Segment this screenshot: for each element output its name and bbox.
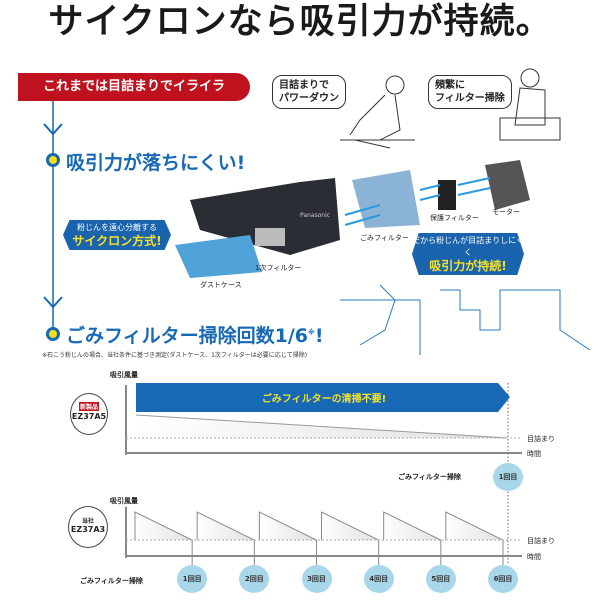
sawtooth-line (321, 511, 380, 565)
model-badge: 当社 EZ37A3 (68, 506, 108, 548)
sawtooth-line (134, 511, 193, 565)
banner-arrow (136, 383, 510, 412)
cleaning-count: 2回目 (239, 565, 270, 593)
callout-text: 粉じんを遠心分離する (77, 223, 157, 232)
bubble-text: フィルター掃除 (435, 93, 505, 104)
callout-text: だから粉じんが目詰まりしにくく (412, 236, 524, 257)
cleaning-count: 5回目 (425, 565, 456, 593)
threshold-label: 目詰まり (527, 537, 555, 545)
cleaning-label: ごみフィルター掃除 (80, 577, 143, 585)
protective-filter (438, 180, 456, 210)
chevron-down-icon (43, 296, 63, 309)
vacuum-exploded-view (175, 160, 530, 278)
part-label: 1次フィルター (255, 264, 302, 272)
chevron-down-icon (43, 123, 63, 136)
sawtooth-line (383, 511, 442, 565)
dust-filter (352, 170, 420, 228)
cleaning-label: ごみフィルター掃除 (398, 473, 461, 481)
y-axis-label: 吸引風量 (110, 497, 138, 505)
section-heading: 吸引力が落ちにくい! (66, 152, 246, 174)
brand-logo: Panasonic (300, 212, 331, 219)
bubble-text: 目詰まりで (279, 80, 329, 91)
part-label: 保護フィルター (430, 214, 479, 222)
result-callout: だから粉じんが目詰まりしにくく 吸引力が持続! (412, 233, 524, 275)
sawtooth-series (134, 511, 504, 565)
part-label: モーター (492, 208, 520, 216)
cleaning-count: 1回目 (493, 463, 523, 491)
heading-exclaim: ! (314, 325, 324, 347)
badge-tag: 新製品 (79, 402, 99, 411)
cleaning-count: 6回目 (488, 565, 518, 593)
footnote-mark: ※ (308, 328, 315, 337)
before-banner: これまでは目詰まりでイライラ (18, 73, 250, 101)
bullet-icon (46, 327, 60, 341)
motor (485, 160, 530, 210)
badge-model: EZ37A5 (71, 412, 107, 421)
cleaning-count: 4回目 (363, 565, 394, 593)
no-cleaning-banner: ごみフィルターの清掃不要! (261, 394, 387, 405)
model-badge: 新製品 EZ37A5 (70, 393, 108, 435)
bubble-text: 頻繁に (435, 80, 465, 91)
part-label: ダストケース (200, 281, 242, 289)
speech-bubble: 目詰まりで パワーダウン (272, 75, 346, 109)
primary-filter (255, 228, 285, 246)
cleaning-count: 3回目 (301, 565, 332, 593)
dust-case (175, 235, 262, 278)
page-title: サイクロンなら吸引力が持続。 (48, 2, 552, 42)
suction-line (135, 414, 509, 439)
callout-highlight: 吸引力が持続! (429, 259, 507, 273)
y-axis-label: 吸引風量 (110, 371, 138, 379)
section-heading: ごみフィルター掃除回数1/6※! (66, 321, 324, 348)
footnote: ※石こう粉じんの場合、当社条件に基づき測定(ダストケース、1次フィルターは必要に… (42, 352, 308, 359)
part-label: ごみフィルター (360, 234, 409, 242)
x-axis-label: 時間 (527, 553, 541, 561)
airflow-arrows (344, 177, 491, 226)
bubble-text: パワーダウン (279, 93, 339, 104)
badge-model: EZ37A3 (70, 525, 106, 534)
sawtooth-line (258, 511, 317, 565)
threshold-label: 目詰まり (527, 435, 555, 443)
sawtooth-line (196, 511, 255, 565)
cleaning-count: 1回目 (177, 565, 208, 593)
speech-bubble: 頻繁に フィルター掃除 (428, 75, 512, 109)
vacuum-body (190, 178, 340, 255)
bullet-icon (46, 153, 60, 167)
cyclone-callout: 粉じんを遠心分離する サイクロン方式! (63, 220, 171, 250)
x-axis-label: 時間 (527, 450, 541, 458)
heading-text: ごみフィルター掃除回数1/6 (66, 325, 309, 347)
cleaning-illustration (340, 284, 591, 355)
badge-tag: 当社 (81, 518, 94, 525)
worker-illustration-1 (340, 75, 415, 149)
sawtooth-line (445, 511, 504, 565)
callout-highlight: サイクロン方式! (72, 234, 162, 248)
worker-illustration-2 (499, 68, 561, 141)
